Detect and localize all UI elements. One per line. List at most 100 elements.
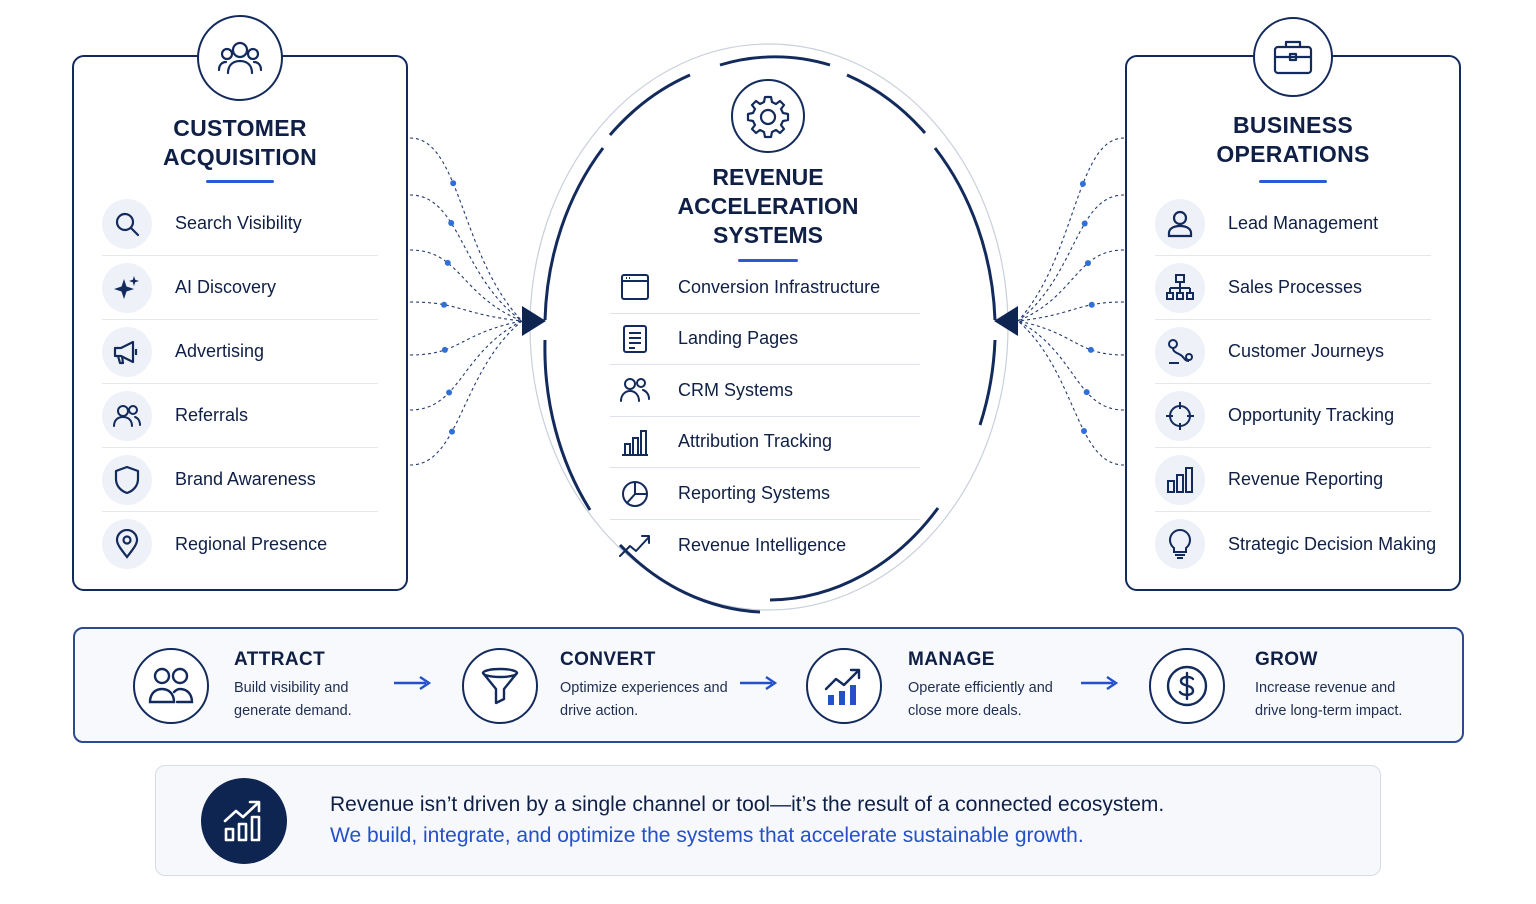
panel-title: BUSINESS OPERATIONS: [1216, 112, 1370, 167]
users-icon: [102, 390, 152, 441]
list-item: AI Discovery: [102, 256, 378, 320]
connector-line: [1017, 301, 1125, 322]
panel-title: CUSTOMER ACQUISITION: [162, 115, 318, 170]
list-item: Strategic Decision Making: [1155, 512, 1436, 576]
operations-list: Lead Management Sales Processes Customer…: [1155, 192, 1436, 576]
connector-line: [409, 320, 523, 411]
connector-dot: [446, 389, 453, 396]
process-flow-bar: ATTRACT Build visibility and generate de…: [73, 627, 1464, 743]
item-label: Reporting Systems: [678, 482, 831, 503]
list-item: Customer Journeys: [1155, 320, 1431, 384]
connector-dot: [1088, 301, 1095, 308]
step-title: MANAGE: [908, 649, 995, 670]
item-label: Search Visibility: [175, 213, 302, 233]
map-pin-icon: [102, 519, 152, 569]
user-icon: [1155, 198, 1205, 249]
bar-chart-icon: [1155, 454, 1205, 505]
item-label: CRM Systems: [678, 379, 794, 400]
funnel-icon: [462, 648, 538, 724]
crosshair-icon: [1155, 390, 1205, 441]
item-label: Strategic Decision Making: [1228, 533, 1437, 554]
business-operations-panel: BUSINESS OPERATIONS Lead Management Sale…: [1125, 17, 1461, 591]
list-item: CRM Systems: [610, 365, 920, 417]
connector-line: [409, 320, 523, 466]
item-label: Landing Pages: [678, 328, 799, 349]
title-underline: [1259, 180, 1327, 183]
dollar-icon: [1149, 648, 1225, 724]
document-icon: [610, 323, 660, 355]
connector-dot: [450, 180, 457, 187]
connector-line: [1017, 320, 1125, 356]
step-description: Operate efficiently and close more deals…: [908, 680, 1053, 719]
connector-line: [1017, 320, 1125, 466]
bar-chart-icon: [610, 426, 660, 458]
step-description: Build visibility and generate demand.: [234, 680, 352, 719]
title-underline: [738, 259, 798, 262]
connector-dot: [1083, 389, 1090, 396]
users-icon: [197, 15, 283, 101]
title-underline: [206, 180, 274, 183]
item-label: Revenue Intelligence: [678, 534, 847, 555]
trend-up-icon: [610, 531, 660, 559]
arrow-right-icon: [740, 676, 778, 690]
step-title: GROW: [1255, 649, 1318, 670]
item-label: Conversion Infrastructure: [678, 276, 881, 297]
item-label: Brand Awareness: [175, 469, 316, 489]
users-icon: [610, 375, 660, 405]
connector-dot: [1079, 180, 1086, 187]
item-label: Lead Management: [1228, 213, 1379, 233]
item-label: Sales Processes: [1228, 277, 1363, 297]
customer-acquisition-panel: CUSTOMER ACQUISITION Search Visibility A…: [72, 15, 408, 591]
megaphone-icon: [102, 326, 152, 377]
connector-dot: [448, 220, 455, 227]
step-description: Increase revenue and drive long-term imp…: [1255, 680, 1403, 719]
list-item: Reporting Systems: [610, 468, 920, 520]
item-label: AI Discovery: [175, 277, 277, 297]
message-line-1: Revenue isn’t driven by a single channel…: [330, 793, 1165, 816]
message-line-2: We build, integrate, and optimize the sy…: [330, 824, 1084, 847]
item-label: Attribution Tracking: [678, 431, 833, 452]
connector-line: [409, 249, 523, 322]
growth-chart-icon: [201, 778, 287, 864]
connector-dot: [1081, 428, 1088, 435]
ecosystem-message: Revenue isn’t driven by a single channel…: [155, 765, 1381, 876]
connector-line: [409, 320, 523, 356]
list-item: Attribution Tracking: [610, 417, 920, 468]
step-title: ATTRACT: [234, 649, 326, 670]
item-label: Revenue Reporting: [1228, 469, 1384, 489]
connector-line: [409, 194, 523, 322]
connector-line: [409, 301, 523, 322]
browser-window-icon: [610, 271, 660, 303]
list-item: Conversion Infrastructure: [610, 262, 920, 314]
shield-icon: [102, 454, 152, 505]
connector-dot: [441, 346, 448, 353]
gear-icon: [731, 79, 805, 153]
org-chart-icon: [1155, 262, 1205, 313]
connector-line: [1017, 194, 1125, 322]
users-icon: [133, 648, 209, 724]
list-item: Brand Awareness: [102, 448, 378, 512]
pie-chart-icon: [610, 477, 660, 509]
list-item: Landing Pages: [610, 314, 920, 365]
list-item: Revenue Reporting: [1155, 448, 1431, 512]
connector-line: [1017, 320, 1125, 411]
list-item: Sales Processes: [1155, 256, 1431, 320]
step-attract: ATTRACT Build visibility and generate de…: [133, 644, 404, 728]
item-label: Opportunity Tracking: [1228, 405, 1395, 425]
step-manage: MANAGE Operate efficiently and close mor…: [806, 644, 1078, 728]
item-label: Customer Journeys: [1228, 341, 1385, 361]
connector-line: [1017, 249, 1125, 322]
acquisition-list: Search Visibility AI Discovery Advertisi…: [102, 192, 378, 576]
connector-dot: [444, 259, 451, 266]
connector-dot: [448, 428, 455, 435]
list-item: Search Visibility: [102, 192, 378, 256]
list-item: Referrals: [102, 384, 378, 448]
list-item: Opportunity Tracking: [1155, 384, 1431, 448]
arrow-right-icon: [394, 676, 432, 690]
connector-dot: [1084, 260, 1091, 267]
list-item: Advertising: [102, 320, 378, 384]
route-icon: [1155, 326, 1205, 377]
list-item: Regional Presence: [102, 512, 378, 576]
list-item: Revenue Intelligence: [610, 520, 920, 572]
